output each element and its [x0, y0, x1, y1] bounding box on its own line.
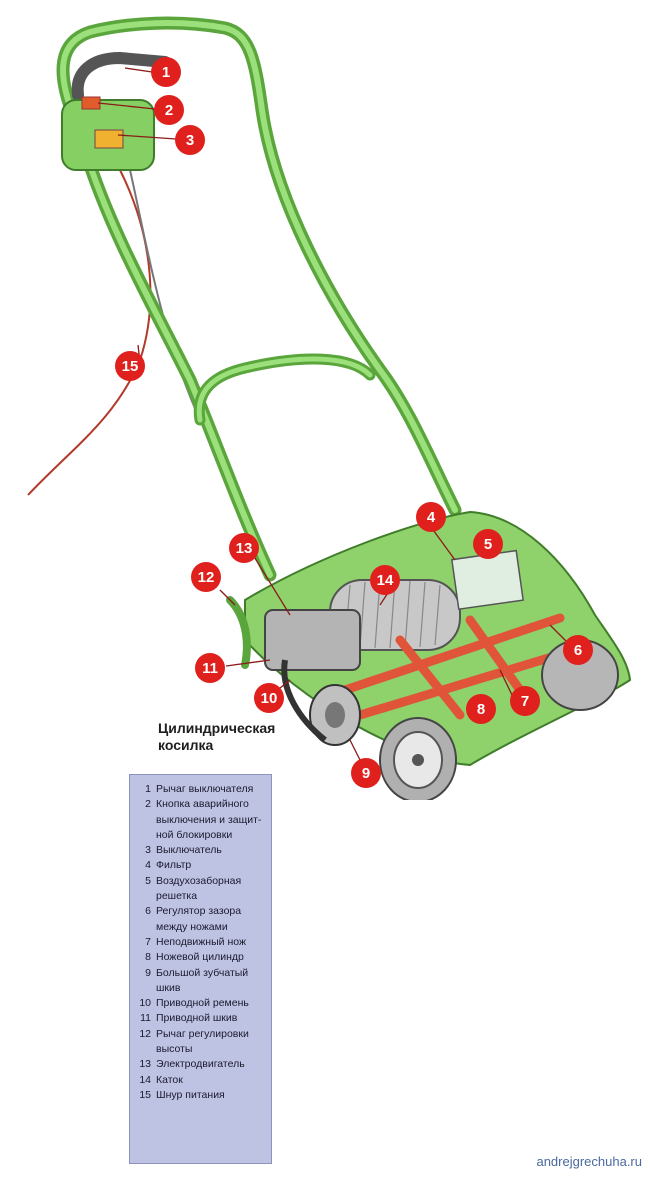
parts-legend: 1 Рычаг выключателя 2 Кнопка аварийного вык…	[129, 774, 272, 1164]
svg-text:9: 9	[362, 765, 370, 782]
grip	[71, 51, 171, 101]
switch	[94, 129, 124, 149]
legend-item-text: Электродвигатель	[156, 1058, 245, 1071]
legend-item-text: Рычаг выключателя	[156, 783, 254, 795]
legend-item: 7 Неподвижный нож	[136, 935, 265, 950]
legend-item-number: 10	[139, 997, 151, 1010]
legend-item: 8 Ножевой цилиндр	[136, 950, 265, 965]
legend-item-number: 8	[145, 951, 151, 964]
legend-item-number: 7	[145, 935, 151, 948]
stop-button	[81, 96, 101, 110]
blade-cylinder	[340, 613, 580, 720]
legend-item-number: 6	[145, 905, 151, 918]
legend-item-number: 9	[145, 966, 151, 979]
callout-12: 12	[191, 562, 221, 592]
callout-5: 5	[473, 529, 503, 559]
legend-item-text: Приводной шкив	[156, 1012, 238, 1025]
legend-item: 6 Регулятор зазора между ножами	[136, 904, 265, 935]
legend-item: 11 Приводной шкив	[136, 1011, 265, 1026]
svg-text:15: 15	[122, 358, 139, 375]
legend-item: 14 Каток	[136, 1073, 265, 1088]
svg-text:12: 12	[198, 569, 215, 586]
legend-item-number: 2	[145, 798, 151, 811]
svg-text:10: 10	[261, 690, 278, 707]
svg-text:1: 1	[162, 64, 170, 81]
svg-text:4: 4	[427, 509, 436, 526]
svg-text:11: 11	[202, 660, 218, 677]
legend-item-number: 11	[140, 1012, 151, 1025]
legend-item: 10 Приводной ремень	[136, 996, 265, 1011]
air-grille	[450, 549, 525, 611]
lawn-mower-illustration: 1 2 3 4 5 6 7 8 9 10 11 12 13 14 15	[27, 16, 632, 800]
callout-8: 8	[466, 694, 496, 724]
svg-text:8: 8	[477, 701, 485, 718]
legend-item-text: Приводной ремень	[156, 997, 249, 1010]
callout-6: 6	[563, 635, 593, 665]
legend-item-number: 3	[145, 844, 151, 857]
legend-item: 12 Рычаг регулировки высоты	[136, 1027, 265, 1058]
svg-text:5: 5	[484, 536, 492, 553]
legend-item: 2 Кнопка аварийного выключения и защит- н…	[136, 797, 265, 843]
svg-text:14: 14	[377, 572, 394, 589]
legend-item-text: Кнопка аварийного выключения и защит- но…	[156, 798, 262, 841]
legend-item-text: Рычаг регулировки высоты	[156, 1027, 249, 1056]
callout-9: 9	[351, 758, 381, 788]
legend-item: 15 Шнур питания	[136, 1088, 265, 1103]
svg-text:6: 6	[574, 642, 582, 659]
legend-item-text: Фильтр	[156, 859, 192, 872]
legend-item-text: Выключатель	[156, 844, 222, 857]
pulley	[309, 684, 361, 746]
legend-item-text: Неподвижный нож	[156, 935, 246, 948]
callout-2: 2	[154, 95, 184, 125]
motor	[264, 609, 361, 671]
legend-item: 1 Рычаг выключателя	[136, 782, 265, 797]
handle-frame	[56, 16, 462, 582]
power-cord	[27, 169, 152, 496]
callout-13: 13	[229, 533, 259, 563]
legend-item-text: Воздухозаборная решетка	[156, 874, 242, 903]
svg-text:3: 3	[186, 132, 194, 149]
legend-item-number: 4	[145, 859, 151, 872]
legend-item: 13 Электродвигатель	[136, 1057, 265, 1072]
callout-10: 10	[254, 683, 284, 713]
svg-text:13: 13	[236, 540, 253, 557]
legend-item: 5 Воздухозаборная решетка	[136, 874, 265, 905]
legend-item: 9 Большой зубчатый шкив	[136, 966, 265, 997]
site-watermark: andrejgrechuha.ru	[536, 1154, 642, 1169]
callout-1: 1	[151, 57, 181, 87]
legend-item-text: Каток	[156, 1073, 183, 1086]
legend-item-text: Большой зубчатый шкив	[156, 966, 249, 994]
legend-item-number: 14	[139, 1073, 151, 1086]
callout-15: 15	[115, 351, 145, 381]
legend-item-number: 12	[139, 1027, 151, 1040]
callout-11: 11	[195, 653, 225, 683]
legend-item-number: 15	[139, 1088, 151, 1101]
legend-item-number: 13	[139, 1058, 151, 1071]
legend-item-text: Ножевой цилиндр	[156, 951, 244, 964]
svg-text:2: 2	[165, 102, 173, 119]
svg-text:7: 7	[521, 693, 529, 710]
callout-7: 7	[510, 686, 540, 716]
drive-belt	[281, 659, 327, 743]
rear-wheel	[379, 717, 457, 800]
legend-item-text: Регулятор зазора между ножами	[156, 905, 242, 933]
callout-3: 3	[175, 125, 205, 155]
legend-item: 4 Фильтр	[136, 858, 265, 873]
figure-caption: Цилиндрическая косилка	[158, 720, 276, 753]
legend-item-text: Шнур питания	[156, 1088, 225, 1101]
legend-item-number: 1	[145, 783, 151, 795]
callout-4: 4	[416, 502, 446, 532]
legend-item: 3 Выключатель	[136, 843, 265, 858]
legend-list: 1 Рычаг выключателя 2 Кнопка аварийного вык…	[136, 782, 265, 1103]
legend-item-number: 5	[145, 874, 151, 887]
callout-14: 14	[370, 565, 400, 595]
